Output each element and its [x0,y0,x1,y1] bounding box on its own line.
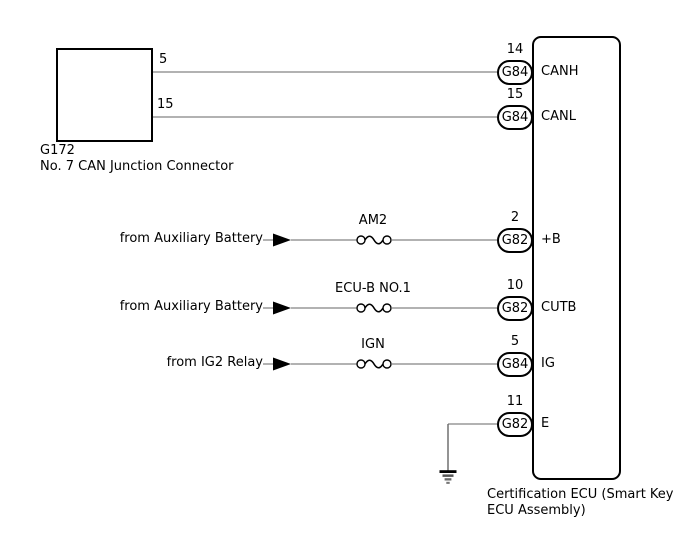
fuse-icon-am2 [356,235,392,245]
fuse-label-am2: AM2 [358,213,388,228]
connector-code: G82 [501,416,529,432]
terminal-label-ig: IG [541,356,555,371]
terminal-label-cutb: CUTB [541,300,577,315]
connector-code: G82 [501,300,529,316]
connector-oval-canh: G84 [497,59,533,85]
wire-cutb [263,301,497,315]
fuse-icon-ign [356,359,392,369]
wire-e [439,423,497,484]
pin-number-14: 14 [506,42,524,57]
connector-code: G84 [501,356,529,372]
pin-number-5: 5 [510,334,520,349]
junction-connector-code: G172 [40,143,75,158]
terminal-label-plus-b: +B [541,232,561,247]
source-label-aux-battery-2: from Auxiliary Battery [119,299,263,314]
wire-plus-b [263,233,497,247]
terminal-label-e: E [541,416,550,431]
terminal-label-canl: CANL [541,109,576,124]
ecu-box [532,36,621,480]
connector-oval-canl: G84 [497,104,533,130]
junction-pin-number-5: 5 [159,52,168,67]
connector-oval-plus-b: G82 [497,227,533,253]
flow-arrow-icon [273,357,291,371]
ground-icon [439,470,457,484]
connector-oval-e: G82 [497,411,533,437]
connector-code: G84 [501,109,529,125]
flow-arrow-icon [273,233,291,247]
source-label-aux-battery-1: from Auxiliary Battery [119,231,263,246]
flow-arrow-icon [273,301,291,315]
ecu-caption-line2: ECU Assembly) [487,503,586,518]
connector-oval-ig: G84 [497,351,533,377]
wire-ig [263,357,497,371]
terminal-label-canh: CANH [541,64,579,79]
junction-connector-box [56,48,153,142]
connector-code: G84 [501,64,529,80]
junction-pin-number-15: 15 [157,97,174,112]
pin-number-10: 10 [506,278,524,293]
fuse-icon-ecu-b [356,303,392,313]
pin-number-15: 15 [506,87,524,102]
connector-code: G82 [501,232,529,248]
pin-number-11: 11 [506,394,524,409]
junction-connector-name: No. 7 CAN Junction Connector [40,159,234,174]
ecu-caption-line1: Certification ECU (Smart Key [487,487,674,502]
connector-oval-cutb: G82 [497,295,533,321]
fuse-label-ecu-b-no1: ECU-B NO.1 [335,281,411,296]
source-label-ig2-relay: from IG2 Relay [166,355,263,370]
fuse-label-ign: IGN [361,337,385,352]
pin-number-2: 2 [510,210,520,225]
